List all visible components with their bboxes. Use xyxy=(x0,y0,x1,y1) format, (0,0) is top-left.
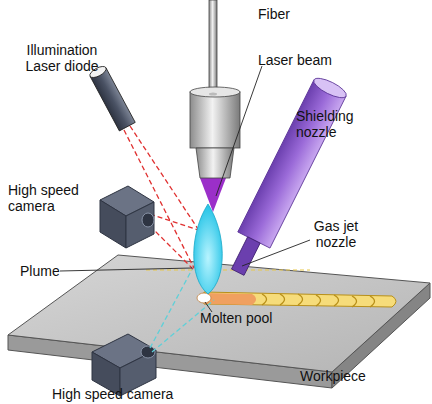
laser-diode xyxy=(88,64,135,131)
part-label: Laser beam xyxy=(258,52,348,68)
plume xyxy=(194,204,223,294)
head-top xyxy=(190,87,240,97)
head-body xyxy=(190,92,240,148)
gas-jet-tip xyxy=(232,237,261,275)
leader-lines xyxy=(60,66,310,312)
part-label: Gas jet nozzle xyxy=(306,218,366,250)
ripple xyxy=(262,294,267,305)
ripple xyxy=(334,295,339,306)
laser-head xyxy=(190,0,240,178)
ripple xyxy=(298,294,303,305)
leader-line xyxy=(60,268,192,271)
leader-line xyxy=(242,240,310,266)
part-label: High speed camera xyxy=(8,182,104,214)
nozzle-end xyxy=(311,75,349,102)
part-label: Fiber xyxy=(258,6,328,22)
fiber-port xyxy=(209,93,217,96)
leader-line xyxy=(216,66,262,196)
part-label: Workpiece xyxy=(300,368,400,384)
bead-ripples xyxy=(262,294,375,307)
camera-side xyxy=(100,200,126,248)
fiber xyxy=(209,0,217,94)
ripple xyxy=(280,294,285,305)
part-label: Molten pool xyxy=(200,310,300,326)
weld-bead xyxy=(204,292,396,307)
camera-view-line xyxy=(150,226,194,270)
part-label: Illumination Laser diode xyxy=(12,42,112,74)
hot-bead xyxy=(204,293,256,305)
camera-lens xyxy=(142,213,154,227)
head-lower xyxy=(196,148,234,178)
ripple xyxy=(316,295,321,306)
molten-pool xyxy=(197,293,211,303)
view-line xyxy=(152,300,214,352)
part-label: Plume xyxy=(20,263,70,279)
camera-view-line xyxy=(150,214,198,230)
part-label: Shielding nozzle xyxy=(296,108,376,140)
camera-front xyxy=(126,202,154,248)
plume-line xyxy=(146,269,310,270)
ripple xyxy=(370,296,375,307)
laser-beam xyxy=(200,178,226,212)
part-label: High speed camera xyxy=(52,386,222,402)
upper-camera xyxy=(100,186,154,248)
ripple xyxy=(352,296,357,307)
